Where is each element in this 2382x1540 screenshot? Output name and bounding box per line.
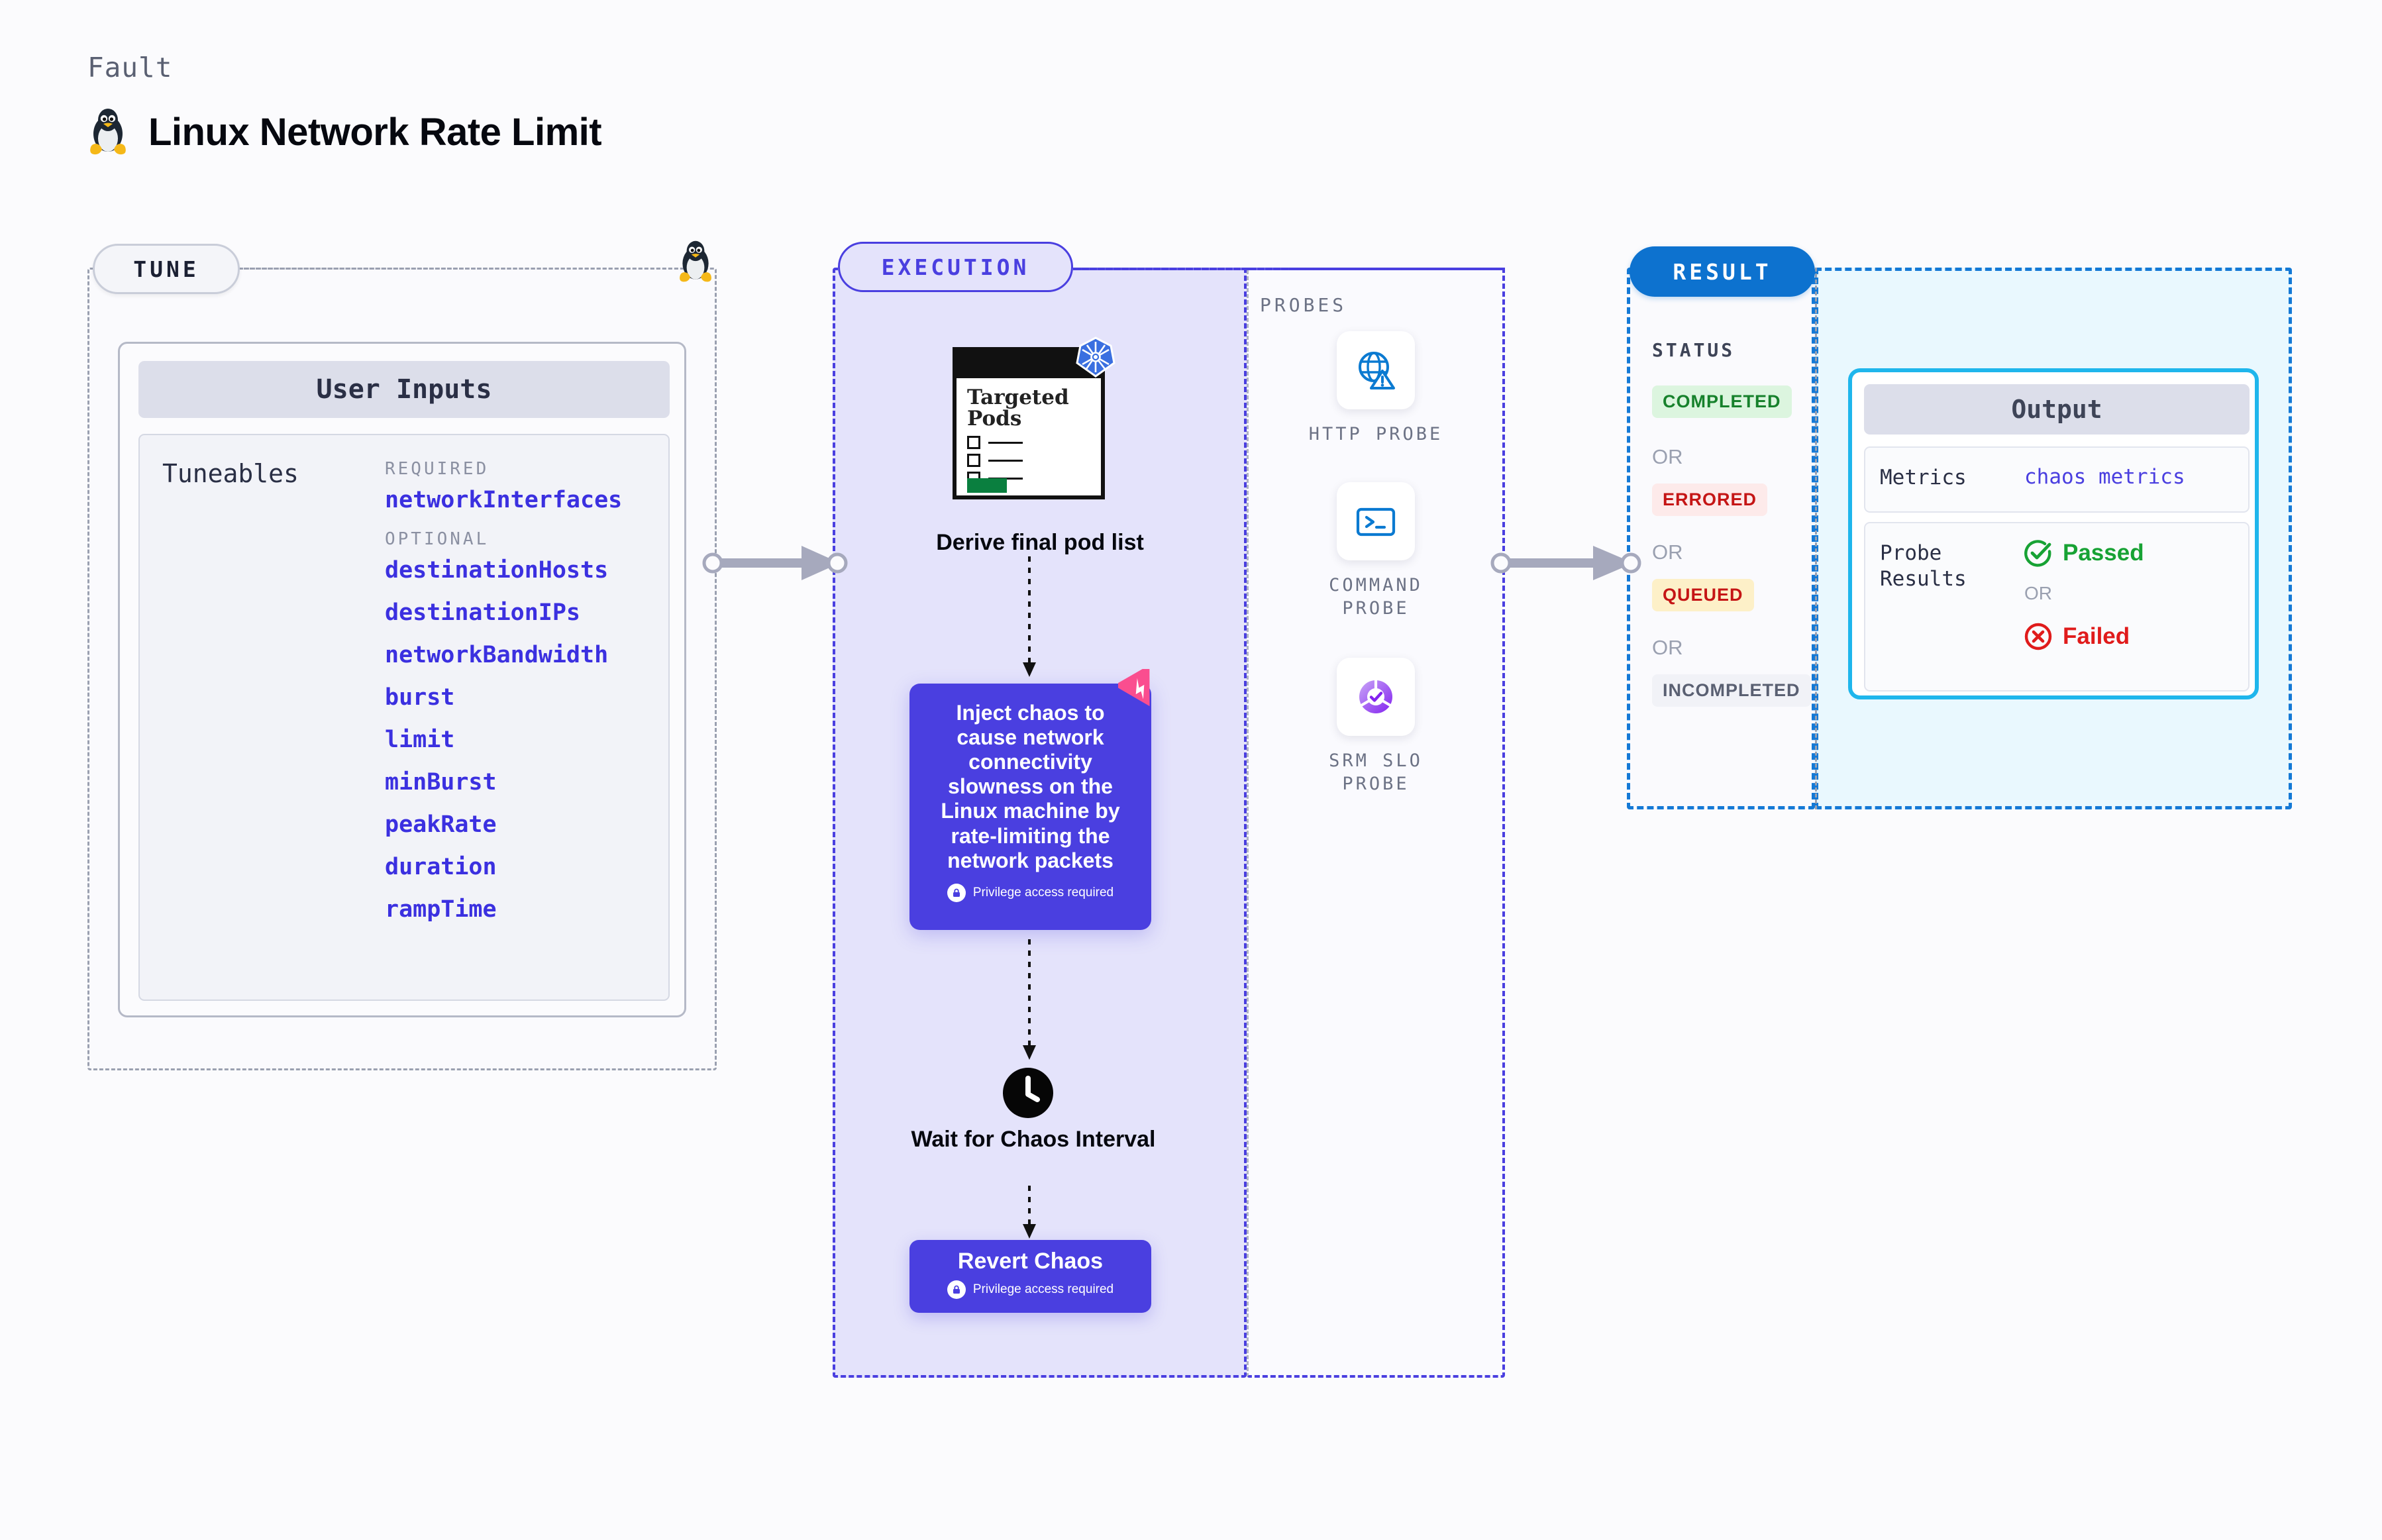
probe-srm-slo[interactable]: SRM SLO PROBE [1300, 658, 1452, 796]
status-badge-incompleted: INCOMPLETED [1652, 674, 1811, 707]
revert-privilege-label: Privilege access required [972, 1282, 1114, 1296]
result-divider [1815, 268, 1817, 809]
tuneable-peakrate[interactable]: peakRate [385, 811, 497, 838]
tuneables-label: Tuneables [162, 459, 299, 488]
kubernetes-icon [1075, 336, 1116, 381]
inject-chaos-card: Inject chaos to cause network connectivi… [909, 664, 1151, 930]
user-inputs-card: User Inputs Tuneables REQUIRED networkIn… [118, 342, 686, 1017]
probe-passed-label: Passed [2063, 540, 2144, 566]
targeted-pods-doc-icon: Targeted Pods [953, 347, 1105, 499]
lock-icon [947, 883, 966, 902]
status-or-2: OR [1652, 540, 1683, 564]
inject-chaos-text: Inject chaos to cause network connectivi… [941, 701, 1120, 872]
output-metrics-key: Metrics [1880, 466, 1967, 489]
flow-arrow-wait-to-revert [1019, 1186, 1040, 1243]
tuneable-burst[interactable]: burst [385, 684, 455, 711]
output-metrics-row: Metrics chaos metrics [1864, 446, 2250, 513]
page-eyebrow: Fault [87, 52, 173, 83]
revert-privilege-note: Privilege access required [909, 1280, 1151, 1299]
tuneables-group-required: REQUIRED [385, 459, 490, 479]
tuneables-group-optional: OPTIONAL [385, 529, 490, 549]
tuneable-limit[interactable]: limit [385, 727, 455, 753]
inject-privilege-label: Privilege access required [972, 885, 1114, 899]
status-badge-queued: QUEUED [1652, 579, 1754, 611]
probe-result-failed: Failed [2023, 621, 2130, 652]
terminal-icon [1337, 482, 1415, 560]
tuneable-ramptime[interactable]: rampTime [385, 896, 497, 923]
clock-icon [1002, 1066, 1055, 1123]
linux-penguin-icon [87, 107, 129, 156]
status-badge-errored: ERRORED [1652, 484, 1768, 516]
result-stage-pill[interactable]: RESULT [1630, 246, 1815, 297]
check-circle-icon [2024, 540, 2051, 567]
execution-stage-pill[interactable]: EXECUTION [838, 242, 1073, 292]
tune-stage-pill[interactable]: TUNE [93, 244, 240, 294]
flow-arrow-inject-to-wait [1019, 939, 1040, 1065]
litmuschaos-icon [1113, 664, 1162, 713]
tuneables-body: Tuneables REQUIRED networkInterfaces OPT… [138, 434, 670, 1001]
probe-result-passed: Passed [2023, 538, 2144, 568]
revert-chaos-card: Revert Chaos Privilege access required [909, 1240, 1151, 1313]
probe-srm-slo-label: SRM SLO PROBE [1329, 750, 1423, 795]
user-inputs-title: User Inputs [138, 361, 670, 418]
execution-top-connector [1076, 268, 1505, 270]
slo-check-icon [1337, 658, 1415, 736]
probe-http-label: HTTP PROBE [1308, 424, 1443, 444]
page-header: Linux Network Rate Limit [87, 107, 602, 156]
inject-privilege-note: Privilege access required [925, 883, 1135, 902]
probe-command-label: COMMAND PROBE [1329, 575, 1423, 619]
tuneable-networkbandwidth[interactable]: networkBandwidth [385, 642, 609, 668]
status-badge-completed: COMPLETED [1652, 385, 1792, 418]
tuneable-destinationhosts[interactable]: destinationHosts [385, 557, 609, 584]
x-circle-icon [2024, 623, 2052, 650]
status-label: STATUS [1652, 339, 1735, 361]
tune-top-connector [244, 268, 690, 270]
probe-command[interactable]: COMMAND PROBE [1300, 482, 1452, 620]
status-or-3: OR [1652, 636, 1683, 659]
connector-execution-to-result [1490, 542, 1643, 584]
targeted-pods-doc-title: Targeted Pods [967, 385, 1069, 431]
tuneable-destinationips[interactable]: destinationIPs [385, 599, 581, 626]
status-or-1: OR [1652, 445, 1683, 468]
probe-failed-label: Failed [2063, 623, 2130, 649]
probe-http[interactable]: HTTP PROBE [1300, 331, 1452, 446]
probe-or-label: OR [2024, 583, 2052, 603]
output-card: Output Metrics chaos metrics Probe Resul… [1848, 368, 2259, 699]
output-probe-results-row: Probe Results Passed OR Failed [1864, 522, 2250, 692]
tuneables-list: REQUIRED networkInterfaces OPTIONAL dest… [385, 455, 663, 939]
derive-pod-list-label: Derive final pod list [936, 530, 1144, 555]
connector-tune-to-execution [702, 542, 848, 584]
probe-result-or: OR [2024, 583, 2052, 604]
globe-warning-icon [1337, 331, 1415, 409]
wait-chaos-interval-label: Wait for Chaos Interval [911, 1127, 1156, 1152]
output-title: Output [1864, 384, 2250, 435]
output-probe-key: Probe Results [1880, 541, 1967, 591]
result-status-panel [1627, 268, 1815, 809]
revert-chaos-title: Revert Chaos [957, 1249, 1104, 1274]
probes-section-label: PROBES [1260, 294, 1347, 316]
tuneable-networkinterfaces[interactable]: networkInterfaces [385, 487, 623, 513]
probes-panel [1247, 268, 1505, 1378]
page-title: Linux Network Rate Limit [148, 110, 602, 154]
tuneable-duration[interactable]: duration [385, 854, 497, 880]
linux-penguin-corner-icon [677, 240, 714, 287]
output-metrics-value[interactable]: chaos metrics [2024, 465, 2185, 489]
tuneable-minburst[interactable]: minBurst [385, 769, 497, 796]
flow-arrow-derive-to-inject [1019, 556, 1040, 682]
lock-icon [947, 1280, 966, 1299]
